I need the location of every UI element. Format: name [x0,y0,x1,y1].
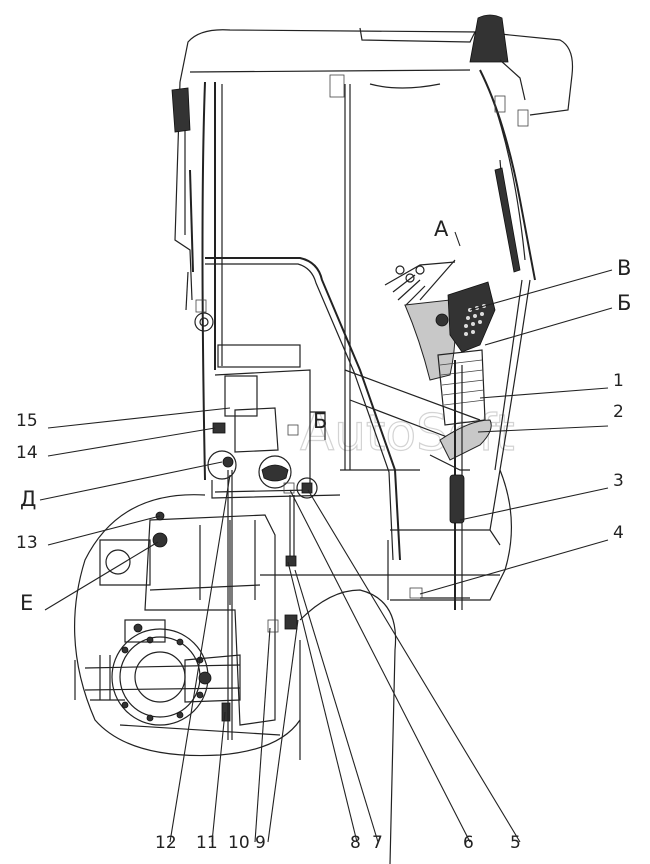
callout-9: 9 [255,833,266,853]
view-letter-A: А [434,217,449,241]
callout-4: 4 [613,523,624,543]
view-letter-D: Д [20,487,36,511]
sensor-7 [285,555,297,567]
sensor-4 [409,587,423,599]
view-letter-B-inner: Б [313,409,327,433]
cab-frame [171,81,351,481]
wiper-right [494,167,521,273]
cab-roof [179,14,574,116]
callout-8: 8 [350,833,361,853]
callout-13: 13 [16,533,38,553]
beacon-lamp [469,14,509,63]
view-letter-E: Е [20,591,33,615]
tank [261,464,289,482]
sensor-3 [449,474,465,524]
callout-5: 5 [510,833,521,853]
cab-front-pillar [390,69,536,601]
handrail [205,257,401,561]
keypad-panel [447,281,496,353]
connector-D [222,456,234,468]
view-letter-V: В [617,256,631,280]
pedal-lever [439,419,492,461]
callout-2: 2 [613,402,624,422]
rear-lamp [171,87,191,133]
connector-round [194,312,214,332]
sensor-E [152,532,168,548]
control-knob [435,313,449,327]
callout-3: 3 [613,471,624,491]
sensor-5 [301,482,313,494]
callout-10: 10 [228,833,250,853]
electrical-block [207,344,341,499]
sensor-11 [221,702,231,722]
console-housing [404,299,456,381]
callout-12: 12 [155,833,177,853]
callout-6: 6 [463,833,474,853]
callout-1: 1 [613,371,624,391]
floor-panel [260,369,501,600]
callout-14: 14 [16,443,38,463]
leader-lines [39,231,613,843]
callout-7: 7 [372,833,383,853]
callout-11: 11 [196,833,218,853]
view-letter-B: Б [617,291,631,315]
sensor-8 [284,614,298,630]
control-console [384,259,496,610]
callout-15: 15 [16,411,38,431]
sensor-6 [283,482,295,494]
